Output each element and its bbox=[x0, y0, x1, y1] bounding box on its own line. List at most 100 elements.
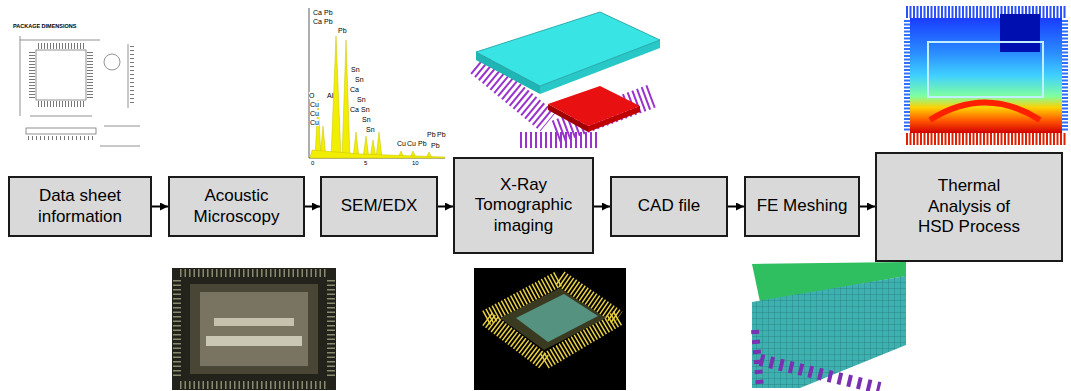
thermal-result-part bbox=[1000, 14, 1040, 52]
fe-mesh-part bbox=[752, 276, 906, 388]
cad-package bbox=[476, 12, 660, 140]
datasheet-drawing-part bbox=[29, 52, 35, 98]
element-label: Pb bbox=[418, 140, 427, 147]
element-label: Ca bbox=[350, 86, 359, 93]
edx-spectrum-part bbox=[309, 8, 310, 158]
axis-tick: 5 bbox=[364, 160, 367, 166]
datasheet-drawing-part bbox=[104, 54, 120, 70]
edx-spectrum-part bbox=[376, 132, 382, 158]
element-label: Pb bbox=[431, 142, 440, 149]
thermal-result-part bbox=[906, 6, 1066, 18]
element-label: Ca bbox=[313, 9, 322, 16]
acoustic-image-part bbox=[327, 280, 335, 378]
element-label: Cu bbox=[407, 140, 416, 147]
process-box: X-Ray Tomographic imaging bbox=[453, 157, 594, 254]
box-label: Acoustic Microscopy bbox=[177, 186, 297, 227]
box-label: Thermal Analysis of HSD Process bbox=[910, 176, 1028, 237]
element-label: Ca bbox=[350, 106, 359, 113]
flow-arrow bbox=[860, 206, 875, 208]
flow-arrow bbox=[728, 206, 744, 208]
datasheet-drawing-part bbox=[130, 46, 134, 106]
edx-spectrum-part bbox=[310, 150, 445, 158]
fe-mesh bbox=[752, 262, 906, 388]
box-content: SEM/EDX bbox=[341, 196, 418, 216]
box-content: Acoustic Microscopy bbox=[177, 186, 297, 227]
element-label: Pb bbox=[324, 18, 333, 25]
edx-spectrum-part bbox=[315, 100, 321, 158]
box-content: CAD file bbox=[638, 196, 700, 216]
element-label: Sn bbox=[366, 126, 375, 133]
datasheet-drawing-part bbox=[87, 52, 93, 98]
element-label: Pb bbox=[324, 9, 333, 16]
cad-package-part bbox=[548, 86, 640, 126]
thermal-result-part bbox=[930, 103, 1040, 121]
thermal-result-part bbox=[904, 20, 910, 132]
process-box: CAD file bbox=[610, 176, 728, 237]
acoustic-image bbox=[172, 268, 336, 390]
process-box: SEM/EDX bbox=[320, 176, 438, 237]
edx-spectrum-part bbox=[310, 36, 445, 158]
edx-spectrum bbox=[305, 6, 447, 168]
xray-image-part bbox=[516, 294, 598, 342]
edx-spectrum-part bbox=[305, 6, 447, 168]
box-label: FE Meshing bbox=[757, 196, 848, 216]
box-content: Thermal Analysis of HSD Process bbox=[910, 176, 1028, 237]
cad-package-part bbox=[476, 12, 660, 86]
element-label: Cu bbox=[310, 101, 319, 108]
process-box: FE Meshing bbox=[744, 176, 860, 237]
datasheet-drawing-part bbox=[36, 50, 86, 100]
element-label: Sn bbox=[361, 106, 370, 113]
acoustic-image-part bbox=[180, 381, 328, 389]
xray-image bbox=[474, 268, 626, 390]
element-label: Sn bbox=[357, 96, 366, 103]
datasheet-drawing bbox=[20, 36, 140, 146]
thermal-result-part bbox=[1062, 20, 1068, 132]
fe-mesh-part bbox=[755, 330, 760, 388]
fe-mesh-part bbox=[760, 360, 880, 388]
element-label: O bbox=[309, 92, 314, 99]
flow-arrow bbox=[305, 206, 320, 208]
flow-arrow bbox=[152, 206, 168, 208]
flow-arrow bbox=[438, 206, 453, 208]
element-label: Sn bbox=[362, 116, 371, 123]
acoustic-image-part bbox=[200, 292, 308, 366]
element-label: Pb bbox=[437, 131, 446, 138]
process-box: Data sheet information bbox=[8, 176, 152, 237]
flow-arrow bbox=[594, 206, 610, 208]
datasheet-drawing-part bbox=[26, 128, 96, 134]
datasheet-drawing-part bbox=[128, 44, 129, 108]
box-content: Data sheet information bbox=[20, 186, 140, 227]
element-label: Cu bbox=[310, 119, 319, 126]
acoustic-image-part bbox=[173, 280, 181, 378]
thermal-result bbox=[906, 12, 1066, 139]
element-label: Ca bbox=[313, 18, 322, 25]
datasheet-drawing-part bbox=[100, 146, 140, 147]
thermal-result-part bbox=[906, 133, 1066, 145]
datasheet-heading: PACKAGE DIMENSIONS bbox=[13, 24, 76, 30]
datasheet-drawing-part bbox=[20, 36, 21, 116]
xray-image-part bbox=[500, 288, 606, 350]
element-label: Sn bbox=[351, 66, 360, 73]
box-label: X-Ray Tomographic imaging bbox=[464, 175, 584, 236]
element-label: Pb bbox=[427, 131, 436, 138]
axis-tick: 0 bbox=[311, 160, 314, 166]
acoustic-image-part bbox=[172, 268, 336, 390]
element-label: Sn bbox=[355, 76, 364, 83]
box-content: X-Ray Tomographic imaging bbox=[464, 175, 584, 236]
datasheet-drawing-part bbox=[20, 40, 100, 41]
element-label: Cu bbox=[310, 110, 319, 117]
edx-spectrum-part bbox=[342, 40, 350, 158]
acoustic-image-part bbox=[180, 269, 328, 277]
datasheet-drawing-part bbox=[28, 136, 94, 140]
thermal-result-part bbox=[928, 42, 1043, 97]
process-box: Thermal Analysis of HSD Process bbox=[875, 152, 1063, 262]
datasheet-drawing-part bbox=[104, 126, 140, 127]
datasheet-drawing-part bbox=[38, 43, 84, 49]
element-label: Pb bbox=[338, 27, 347, 34]
datasheet-drawing-part bbox=[38, 101, 84, 107]
box-label: CAD file bbox=[638, 196, 700, 216]
box-label: Data sheet information bbox=[20, 186, 140, 227]
xray-image-part bbox=[474, 268, 626, 390]
acoustic-image-part bbox=[190, 284, 318, 374]
